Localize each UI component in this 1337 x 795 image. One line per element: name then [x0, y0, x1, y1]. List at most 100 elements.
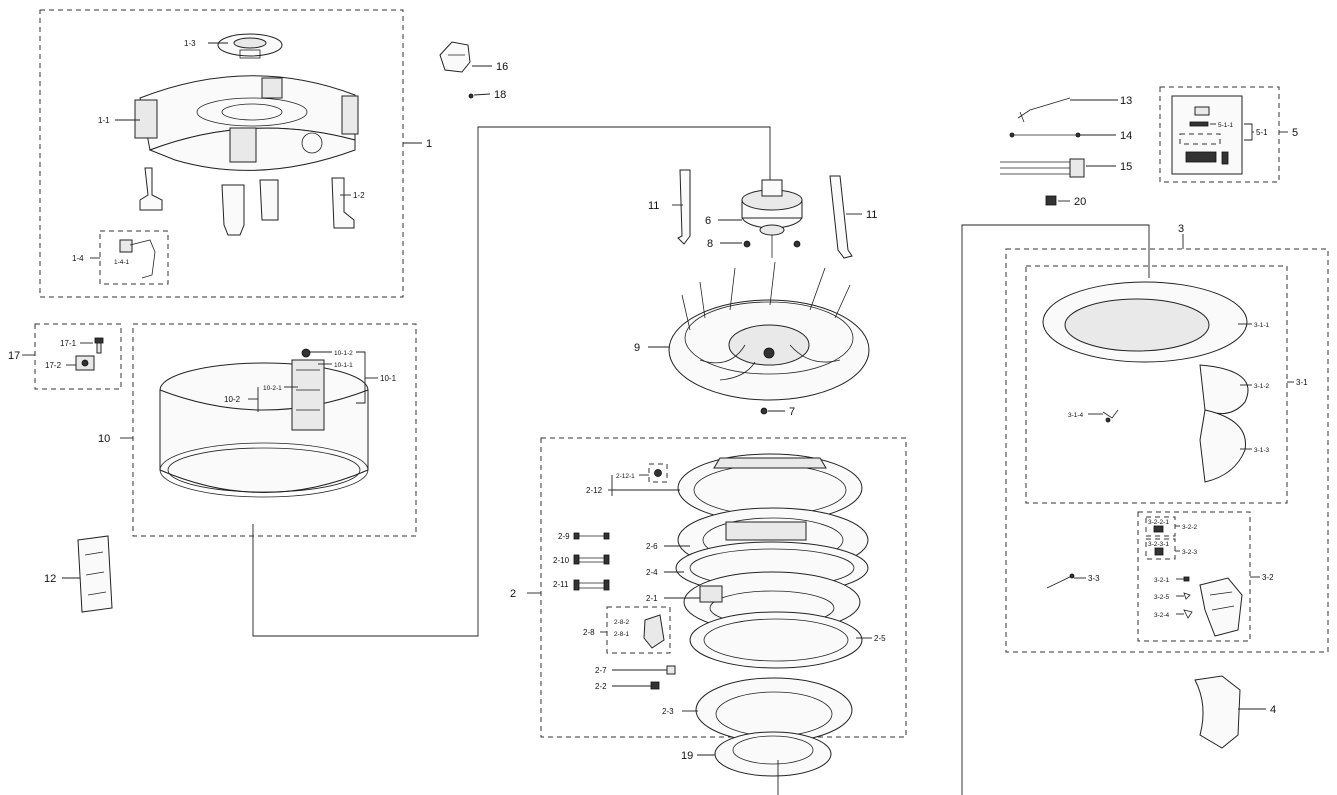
- part-20[interactable]: [1045, 195, 1057, 206]
- label-2-9: 2-9: [558, 532, 570, 541]
- label-3-2-2-1: 3-2-2-1: [1148, 519, 1169, 526]
- label-10-1-1: 10-1-1: [334, 362, 353, 369]
- part-8-nut[interactable]: [743, 235, 801, 258]
- part-9-impeller[interactable]: [668, 261, 870, 401]
- part-1-4-1[interactable]: [119, 239, 156, 279]
- part-3-1-4[interactable]: [1102, 409, 1119, 423]
- part-3-2-1[interactable]: [1183, 576, 1190, 582]
- group-10: 10 10-1-2 10-1-1 10-1 10-2-1 10-2: [98, 323, 417, 537]
- part-2-7[interactable]: [666, 665, 676, 675]
- part-5-box[interactable]: [1171, 95, 1243, 175]
- part-18[interactable]: [468, 93, 474, 99]
- label-2-2: 2-2: [595, 682, 607, 691]
- part-2-10[interactable]: [573, 554, 610, 565]
- group-17: 17 17-1 17-2: [8, 323, 122, 390]
- label-16: 16: [496, 61, 508, 73]
- part-3-2-3[interactable]: [1154, 547, 1164, 556]
- label-5-1-1: 5-1-1: [1218, 122, 1234, 129]
- part-12[interactable]: [77, 535, 113, 613]
- part-11-right[interactable]: [829, 175, 853, 259]
- part-17-2[interactable]: [75, 355, 95, 371]
- part-7[interactable]: [760, 407, 768, 415]
- part-14[interactable]: [1009, 132, 1081, 138]
- label-20: 20: [1074, 196, 1086, 208]
- part-3-1-3[interactable]: [1199, 409, 1246, 483]
- label-3-2-3: 3-2-3: [1182, 549, 1198, 556]
- group-2-12-1-box: [648, 463, 668, 483]
- label-2-12: 2-12: [586, 486, 603, 495]
- label-1-4-1: 1-4-1: [114, 259, 130, 266]
- part-10-2-heater[interactable]: [291, 348, 325, 431]
- label-2-3: 2-3: [662, 707, 674, 716]
- label-2-8-2: 2-8-2: [614, 619, 630, 626]
- label-3-2-2: 3-2-2: [1182, 524, 1198, 531]
- label-3-1-2: 3-1-2: [1254, 383, 1270, 390]
- group-10-box: [132, 323, 417, 537]
- label-5-1: 5-1: [1256, 128, 1268, 137]
- connector-line-10-6: [252, 126, 771, 637]
- label-3: 3: [1178, 223, 1184, 235]
- part-13[interactable]: [1017, 97, 1071, 123]
- label-3-1-1: 3-1-1: [1254, 322, 1270, 329]
- group-1: 1 1-3 1-1 1-2: [39, 9, 432, 298]
- connector-line-3: [961, 224, 1150, 795]
- part-15[interactable]: [1000, 158, 1085, 178]
- part-2-9[interactable]: [573, 532, 610, 540]
- group-2: 2 2-12-1 2-12 2-6 2-4: [510, 437, 907, 743]
- label-11-left: 11: [648, 200, 659, 212]
- group-2-box: [540, 437, 907, 738]
- label-2-1: 2-1: [646, 594, 658, 603]
- label-12: 12: [44, 573, 56, 585]
- group-2-8-box: [606, 606, 671, 654]
- part-11-left[interactable]: [677, 169, 691, 245]
- part-3-1-2[interactable]: [1199, 364, 1249, 415]
- part-2-12-1[interactable]: [654, 469, 662, 477]
- label-1-4: 1-4: [72, 254, 84, 263]
- part-10-drum[interactable]: [159, 362, 369, 498]
- part-3-2-5[interactable]: [1183, 592, 1191, 600]
- part-3-2-2[interactable]: [1153, 525, 1164, 533]
- part-2-5[interactable]: [689, 611, 863, 669]
- label-18: 18: [494, 89, 506, 101]
- label-2-6: 2-6: [646, 542, 658, 551]
- part-19[interactable]: [714, 731, 832, 777]
- label-1-3: 1-3: [184, 39, 196, 48]
- label-3-3: 3-3: [1088, 574, 1100, 583]
- group-3-1-box: [1025, 265, 1288, 504]
- label-3-2-5: 3-2-5: [1154, 594, 1170, 601]
- label-2: 2: [510, 588, 516, 600]
- part-17-1[interactable]: [94, 337, 104, 354]
- label-3-2-4: 3-2-4: [1154, 612, 1170, 619]
- label-9: 9: [634, 342, 640, 354]
- part-6-motor[interactable]: [741, 179, 803, 236]
- label-2-8-1: 2-8-1: [614, 631, 630, 638]
- group-5-1-1-box: [1179, 133, 1221, 145]
- label-11-right: 11: [866, 209, 877, 221]
- label-4: 4: [1270, 704, 1276, 716]
- part-2-11[interactable]: [573, 579, 610, 591]
- label-2-4: 2-4: [646, 568, 658, 577]
- label-1: 1: [426, 138, 432, 150]
- label-5: 5: [1292, 127, 1298, 139]
- group-3-2-box: [1137, 511, 1251, 642]
- group-3-2-2-1-box: [1145, 516, 1176, 537]
- label-3-2: 3-2: [1262, 573, 1274, 582]
- label-15: 15: [1120, 161, 1132, 173]
- part-3-1-1[interactable]: [1042, 281, 1248, 363]
- part-3-3[interactable]: [1046, 573, 1075, 589]
- part-4[interactable]: [1194, 675, 1241, 749]
- label-14: 14: [1120, 130, 1132, 142]
- part-3-2-4[interactable]: [1183, 609, 1193, 619]
- label-3-1: 3-1: [1296, 378, 1308, 387]
- group-17-box: [34, 323, 122, 390]
- label-10-2: 10-2: [224, 395, 241, 404]
- label-17-2: 17-2: [45, 361, 62, 370]
- part-1-3[interactable]: [217, 33, 283, 59]
- part-3-2-housing[interactable]: [1199, 577, 1243, 637]
- part-1-2-brackets[interactable]: [139, 167, 355, 236]
- part-16[interactable]: [439, 41, 471, 73]
- part-2-2[interactable]: [650, 681, 660, 690]
- part-2-8[interactable]: [643, 614, 665, 649]
- part-1-1[interactable]: [134, 75, 359, 171]
